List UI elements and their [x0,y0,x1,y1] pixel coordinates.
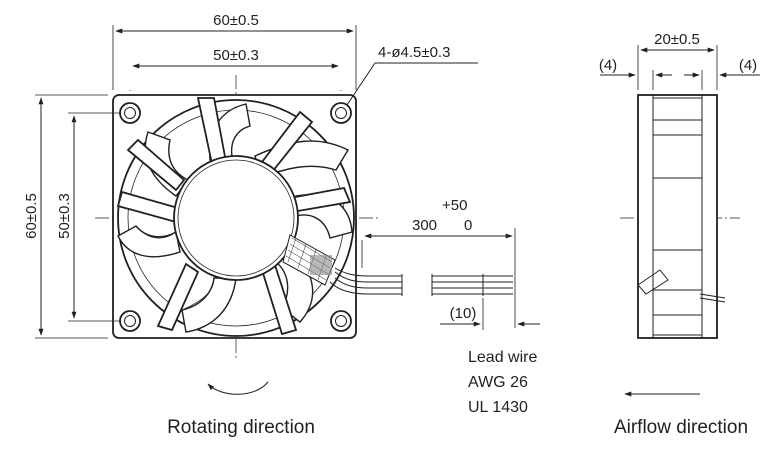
fan-hub-edge [177,159,295,277]
lead-wires [329,267,513,296]
lead-wire-spec: Lead wire AWG 26 UL 1430 [468,349,537,416]
lead-tolerance-minus: 0 [464,217,472,234]
frame-struts [116,97,352,336]
width-dimension-label: 60±0.5 [213,12,259,29]
lead-tolerance-plus: +50 [442,197,467,214]
mounting-holes [119,102,352,332]
airflow-caption: Airflow direction [614,417,748,438]
lead-length-label: 300 [412,217,437,234]
height-dimension-label: 60±0.5 [23,193,40,239]
strip-length-label: (10) [450,305,477,322]
rotation-caption: Rotating direction [167,417,315,438]
lead-wire-title: Lead wire [468,349,537,366]
lead-wire-ul: UL 1430 [468,399,528,416]
fan-hub [173,155,299,281]
vertical-pitch-label: 50±0.3 [56,193,73,239]
rotation-arrow [207,381,269,395]
lead-wire-mesh [282,234,336,286]
depth-dimension-label: 20±0.5 [654,31,700,48]
lead-wire-awg: AWG 26 [468,374,528,391]
front-view: 60±0.5 50±0.3 4-ø4.5±0.3 60±0.5 50±0.3 3… [23,12,540,438]
side-view: 20±0.5 (4) (4) Airflow direction [599,31,760,438]
flange-right-label: (4) [739,57,757,74]
fan-side-body [637,94,718,339]
flange-left-label: (4) [599,57,617,74]
mounting-holes-label: 4-ø4.5±0.3 [378,44,450,61]
hole-pitch-label: 50±0.3 [213,47,259,64]
